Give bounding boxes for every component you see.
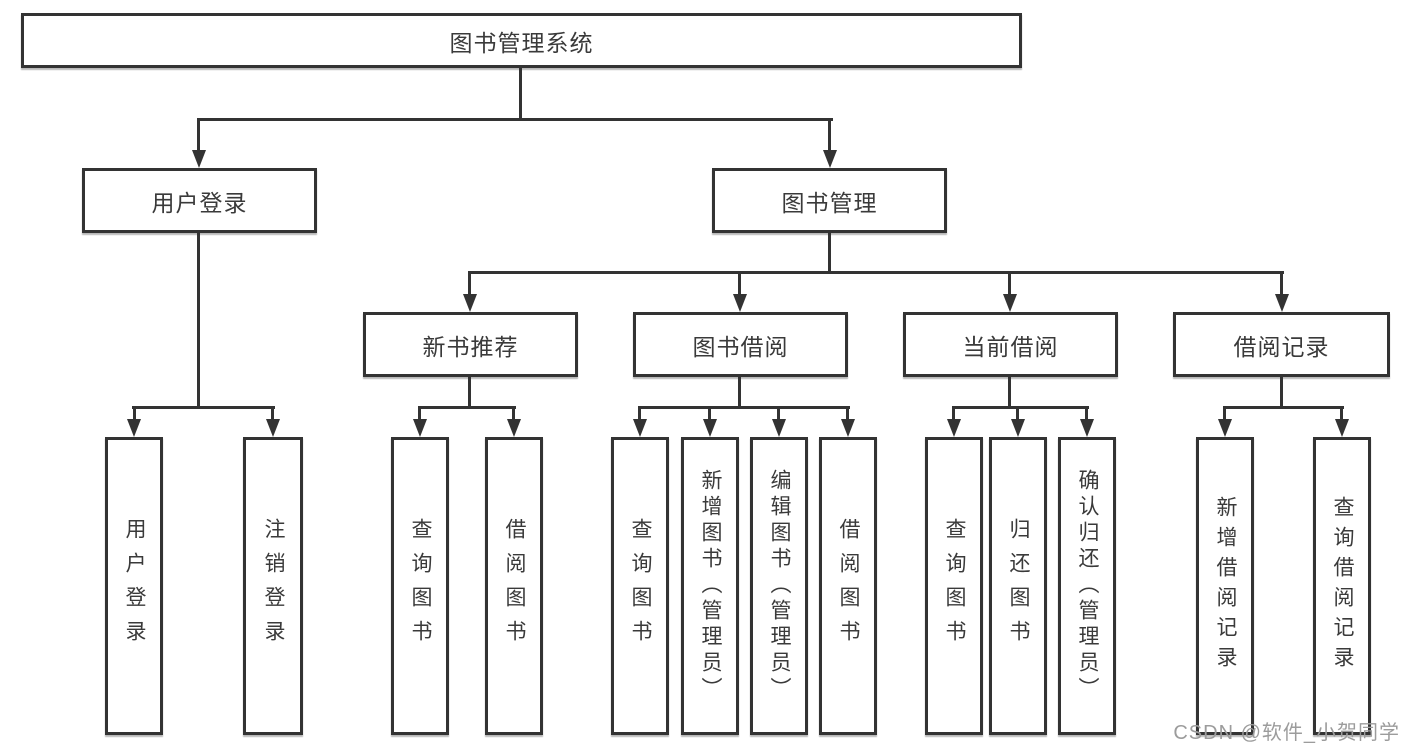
connector-line (468, 377, 471, 408)
connector-line (1085, 406, 1088, 421)
connector-line (828, 233, 831, 274)
arrowhead (633, 419, 647, 437)
arrowhead (703, 419, 717, 437)
connector-line (708, 406, 711, 421)
leaf-add-books-admin: 新增图书（管理员） (681, 437, 739, 735)
arrowhead (1275, 294, 1289, 312)
node-user-login: 用户登录 (82, 168, 317, 233)
arrowhead (1218, 419, 1232, 437)
leaf-query-books-current: 查询图书 (925, 437, 983, 735)
connector-line (846, 406, 849, 421)
connector-line (468, 271, 471, 296)
leaf-query-books-borrow: 查询图书 (611, 437, 669, 735)
connector-line (638, 406, 641, 421)
arrowhead (1335, 419, 1349, 437)
connector-line (197, 118, 833, 121)
connector-line (1280, 377, 1283, 408)
connector-line (1008, 377, 1011, 408)
node-root-system: 图书管理系统 (21, 13, 1022, 68)
leaf-add-borrow-record: 新增借阅记录 (1196, 437, 1254, 735)
arrowhead (463, 294, 477, 312)
leaf-query-borrow-record: 查询借阅记录 (1313, 437, 1371, 735)
node-book-management: 图书管理 (712, 168, 947, 233)
connector-line (1223, 406, 1344, 409)
arrowhead (266, 419, 280, 437)
leaf-confirm-return-admin: 确认归还（管理员） (1058, 437, 1116, 735)
node-new-book-recommend: 新书推荐 (363, 312, 578, 377)
arrowhead (772, 419, 786, 437)
arrowhead (1003, 294, 1017, 312)
arrowhead (127, 419, 141, 437)
connector-line (738, 271, 741, 296)
leaf-edit-books-admin: 编辑图书（管理员） (750, 437, 808, 735)
node-book-borrow: 图书借阅 (633, 312, 848, 377)
connector-line (197, 233, 200, 408)
node-current-borrow: 当前借阅 (903, 312, 1118, 377)
connector-line (468, 271, 1284, 274)
arrowhead (823, 150, 837, 168)
connector-line (1016, 406, 1019, 421)
connector-line (271, 406, 274, 421)
leaf-borrow-books-recommend: 借阅图书 (485, 437, 543, 735)
connector-line (638, 406, 850, 409)
connector-line (828, 118, 831, 152)
arrowhead (733, 294, 747, 312)
leaf-user-login: 用户登录 (105, 437, 163, 735)
leaf-query-books-recommend: 查询图书 (391, 437, 449, 735)
leaf-return-books: 归还图书 (989, 437, 1047, 735)
connector-line (952, 406, 1089, 409)
connector-line (738, 377, 741, 408)
arrowhead (507, 419, 521, 437)
connector-line (1008, 271, 1011, 296)
connector-line (133, 406, 136, 421)
arrowhead (947, 419, 961, 437)
connector-line (132, 406, 275, 409)
connector-line (952, 406, 955, 421)
arrowhead (413, 419, 427, 437)
leaf-borrow-books: 借阅图书 (819, 437, 877, 735)
connector-line (418, 406, 421, 421)
connector-line (512, 406, 515, 421)
arrowhead (841, 419, 855, 437)
connector-line (197, 118, 200, 152)
csdn-watermark: CSDN @软件_小贺同学 (1173, 722, 1400, 744)
arrowhead (192, 150, 206, 168)
connector-line (1223, 406, 1226, 421)
connector-line (1280, 271, 1283, 296)
connector-line (777, 406, 780, 421)
connector-line (519, 68, 522, 120)
arrowhead (1080, 419, 1094, 437)
connector-line (1340, 406, 1343, 421)
arrowhead (1011, 419, 1025, 437)
node-borrow-records: 借阅记录 (1173, 312, 1390, 377)
connector-line (418, 406, 516, 409)
leaf-logout: 注销登录 (243, 437, 303, 735)
